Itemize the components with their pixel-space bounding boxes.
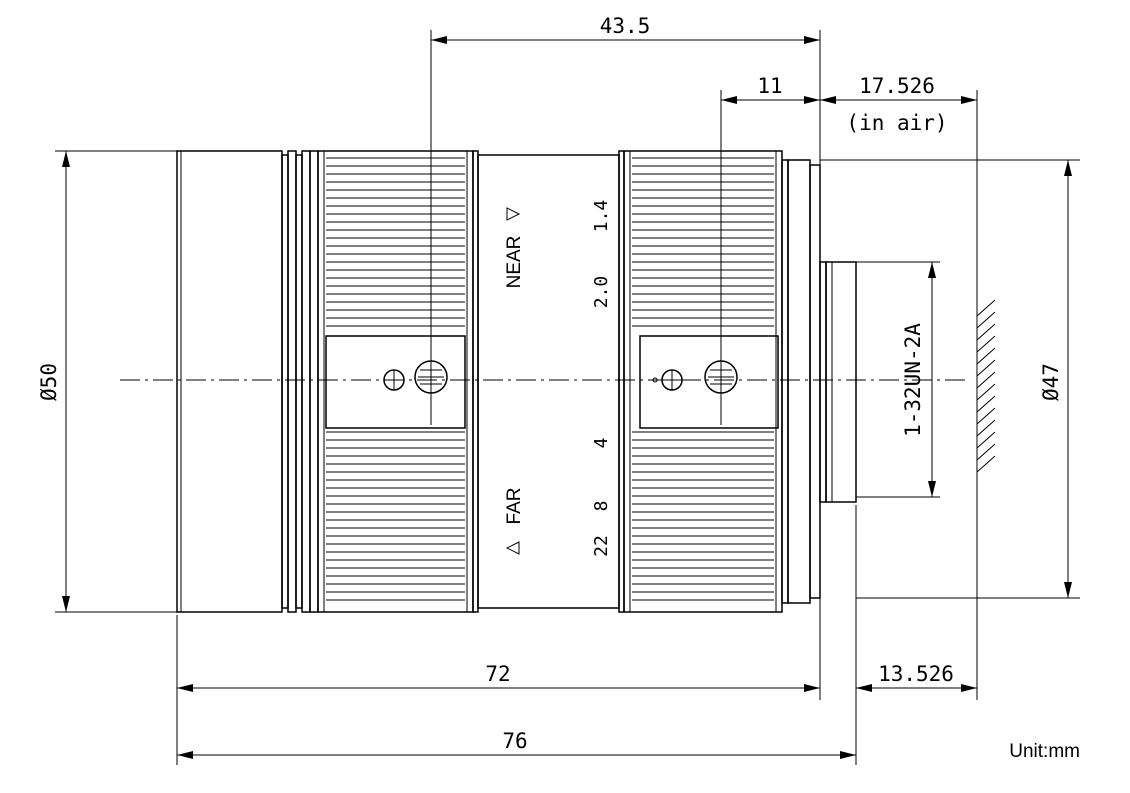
dim-17-526: 17.526 [859,74,935,98]
dim-43-5: 43.5 [600,14,651,38]
barrel-groove [281,154,289,609]
focus-ring-knurling [632,157,774,601]
dim-11: 11 [757,74,782,98]
focus-ring [623,150,783,613]
front-barrel [176,150,283,613]
dim-diameter-50: Ø50 [37,363,61,401]
aperture-ring-knurling [326,157,465,601]
sensor-plane-hatch [976,296,996,473]
near-direction-icon [506,207,521,221]
distance-mark: 8 [591,501,612,512]
distance-mark: 1.4 [591,200,612,233]
dim-13-526: 13.526 [878,662,954,686]
focus-scale-markings: NEAR FAR 1.4 2.0 4 8 22 [504,200,612,557]
dim-72: 72 [485,662,510,686]
dimension-lines [55,30,1080,765]
aperture-ring [317,150,474,613]
distance-mark: 4 [591,438,612,449]
distance-mark: 2.0 [591,276,612,309]
aperture-ring-band [325,335,466,429]
dim-thread-spec: 1-32UN-2A [901,323,925,437]
dim-diameter-47: Ø47 [1039,363,1063,401]
focus-ring-band [639,335,779,429]
far-label: FAR [504,488,525,525]
unit-label: Unit:mm [1009,741,1080,762]
distance-mark: 22 [591,535,612,557]
mount-step [819,261,827,503]
dim-76: 76 [502,729,527,753]
rear-flange [787,159,811,604]
near-label: NEAR [504,236,525,289]
far-direction-icon [505,541,520,555]
dim-in-air-note: (in air) [846,111,947,135]
c-mount-thread [825,261,857,503]
